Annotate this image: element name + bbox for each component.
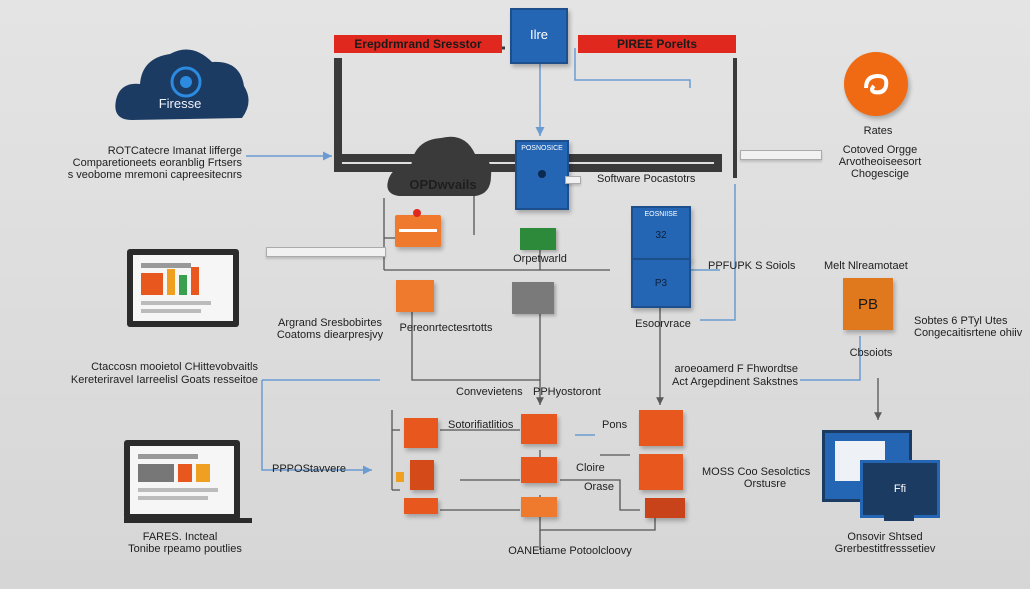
server-rack-bottom-label: P3	[654, 278, 668, 289]
screen-caption: Onsovir Shtsed	[847, 531, 923, 543]
top-center-box-label: Ilre	[529, 27, 549, 42]
bottom-label: OANEtiame Potoolcloovy	[508, 545, 632, 557]
cross-label-line2: Act Argepdinent Sakstnes	[672, 376, 798, 388]
monitor-left-bottom-sub: Tonibe rpeamo poutlies	[128, 543, 242, 555]
block-col3-c	[645, 498, 685, 518]
left-block1-line2: Comparetioneets eoranblig Frtsers	[72, 157, 242, 169]
server-rack-top: EOSNIISE 32	[631, 206, 691, 260]
left-block1-line3: s veobome mremoni capreesitecnrs	[67, 169, 242, 181]
top-banner-left: Erepdrmrand Sresstor	[334, 35, 502, 53]
rates-badge-icon	[844, 52, 908, 116]
rates-desc-3: Chogescige	[850, 168, 910, 180]
monitor-left-bottom	[124, 440, 240, 520]
server-side-label: PPFUPK S Soiols	[708, 260, 796, 272]
cloud-center	[387, 136, 492, 196]
pb-desc-1: Sobtes 6 PTyl Utes	[914, 315, 1008, 327]
cloud-left	[115, 49, 249, 120]
center-blue-device-label: POSNOSICE	[521, 145, 563, 152]
pb-device-label: PB	[857, 296, 878, 313]
block-col3-a	[639, 410, 683, 446]
server-caption: Esoorvrace	[635, 318, 691, 330]
storage-block-left	[396, 280, 434, 312]
pons-label: Pons	[602, 419, 628, 431]
rates-label: Rates	[863, 125, 893, 137]
orase-label: Orase	[584, 481, 614, 493]
center-connector	[565, 176, 581, 184]
screen-stand	[884, 515, 914, 521]
server-rack-mid-label: 32	[655, 230, 667, 241]
switch-device	[520, 228, 556, 250]
block-col2-c	[521, 497, 557, 517]
sotor-label: Sotorifiatlitios	[448, 419, 514, 431]
block-col1-b	[410, 460, 434, 490]
screen-front-label: Ffi	[893, 483, 907, 495]
center-blue-device: POSNOSICE	[515, 140, 569, 210]
block-col1-a	[404, 418, 438, 448]
monitor-left-bottom-label: FARES. Incteal	[142, 531, 218, 543]
cloud-left-label: Firesse	[158, 96, 202, 111]
ppo-label: PPPOStavvere	[272, 463, 346, 475]
screen-front: Ffi	[860, 460, 940, 518]
rates-desc-1: Cotoved Orgge	[842, 144, 918, 156]
switch-label: Orpetwarld	[513, 253, 567, 265]
convert-label: Convevietens	[456, 386, 523, 398]
monitor-left-top	[127, 249, 239, 327]
left-block3-line2: Kereteriravel Iarreelisl Goats resseitoe	[70, 374, 258, 386]
block-col3-b	[639, 454, 683, 490]
top-banner-left-label: Erepdrmrand Sresstor	[354, 37, 482, 51]
server-rack-top-label: EOSNIISE	[644, 211, 678, 218]
block-col1-dot	[396, 472, 404, 482]
block-col2-a	[521, 414, 557, 444]
pb-caption: Cbsoiots	[849, 347, 893, 359]
pp-label: PPHyostoront	[533, 386, 601, 398]
cross-label-line1: aroeoamerd F Fhwordtse	[674, 363, 799, 375]
block-col1-c	[404, 498, 438, 514]
top-center-box: Ilre	[510, 8, 568, 64]
left-block3-line1: Ctaccosn mooietol CHittevobvaitls	[91, 361, 258, 373]
mos-sub: Orstusre	[743, 478, 787, 490]
cloire-label: Cloire	[576, 462, 605, 474]
left-block2-line1: Argrand Sresbobirtes	[278, 317, 382, 329]
storage-block-center	[512, 282, 554, 314]
rates-desc-2: Arvotheoiseesort	[838, 156, 922, 168]
top-banner-right: PIREE Porelts	[578, 35, 736, 53]
rail-right	[740, 150, 822, 160]
met-label: Melt Nlreamotaet	[824, 260, 908, 272]
left-block1-line1: ROTCatecre Imanat lifferge	[107, 145, 242, 157]
server-rack-bottom: P3	[631, 258, 691, 308]
left-block2-line2: Coatoms diearpresjvy	[276, 329, 384, 341]
router-device	[395, 209, 441, 247]
mos-label: MOSS Coo Sesolctics	[702, 466, 811, 478]
pb-device: PB	[843, 278, 893, 330]
screen-sub: Grerbestitfresssetiev	[834, 543, 936, 555]
top-banner-right-label: PIREE Porelts	[616, 37, 698, 51]
block-col2-b	[521, 457, 557, 483]
process-label: Pereonrtectesrtotts	[399, 322, 493, 334]
software-label: Software Pocastotrs	[597, 173, 696, 185]
cloud-center-label: OPDwvails	[409, 177, 477, 192]
pb-desc-2: Congecaitisrtene ohiiv	[914, 327, 1023, 339]
rail-left	[266, 247, 386, 257]
monitor-left-bottom-stand	[124, 518, 252, 523]
